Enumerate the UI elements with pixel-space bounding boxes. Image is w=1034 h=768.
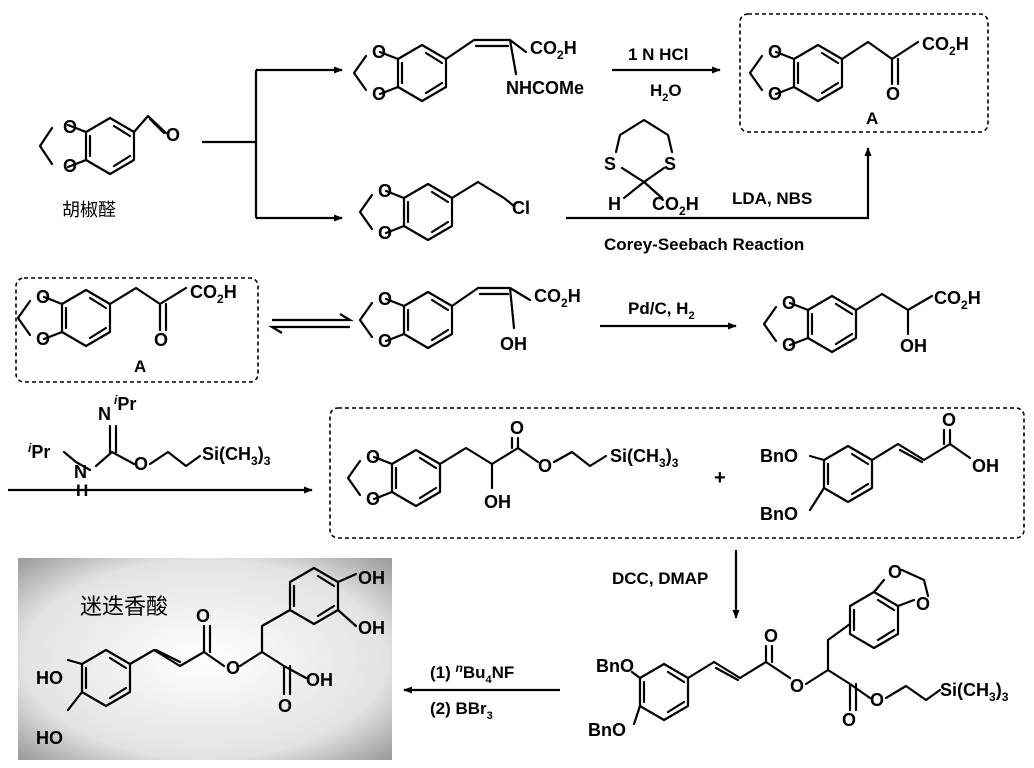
atom-o: O xyxy=(764,626,778,646)
atom-o: O xyxy=(888,562,902,582)
atom-o: O xyxy=(886,84,900,104)
hydroxyl: HO xyxy=(36,668,63,688)
acid-group: CO2H xyxy=(530,38,577,62)
isourea-reagent: N iPr iPr N H O Si(CH3)3 xyxy=(28,393,271,500)
atom-o: O xyxy=(154,330,168,350)
hydroxyl: OH xyxy=(900,336,927,356)
isopropyl: iPr xyxy=(28,441,50,462)
equilibrium-forward xyxy=(272,313,354,322)
product-a-box-copy xyxy=(15,277,259,383)
hydroxyl: OH xyxy=(484,492,511,512)
enol-compound: O O CO2H OH xyxy=(358,286,581,354)
hydroxyl: OH xyxy=(358,568,385,588)
atom-o: O xyxy=(916,594,930,614)
piperonal: O O O 胡椒醛 xyxy=(38,114,180,221)
atom-o: O xyxy=(842,710,856,730)
atom-o: O xyxy=(942,410,956,430)
atom-o: O xyxy=(782,335,796,355)
compound-label: A xyxy=(134,357,146,376)
atom-o: O xyxy=(372,84,386,104)
silyl-group: Si(CH3)3 xyxy=(940,680,1009,704)
benzyloxy: BnO xyxy=(760,446,798,466)
enamide-compound: O O CO2H NHCOMe xyxy=(352,38,584,104)
atom-o: O xyxy=(278,696,292,716)
acid-group: CO2H xyxy=(190,282,237,306)
atom-h: H xyxy=(608,194,621,214)
equilibrium-back xyxy=(268,325,350,334)
atom-o: O xyxy=(378,289,392,309)
atom-o: O xyxy=(790,676,804,696)
atom-o: O xyxy=(63,156,77,176)
atom-cl: Cl xyxy=(512,198,530,218)
atom-o: O xyxy=(378,181,392,201)
atom-o: O xyxy=(166,125,180,145)
acid-group: CO2H xyxy=(534,286,581,310)
atom-o: O xyxy=(63,117,77,137)
reaction-name: Corey-Seebach Reaction xyxy=(604,235,804,254)
acid-group: CO2H xyxy=(934,288,981,312)
acid-group: CO2H xyxy=(652,194,699,218)
tms-ester: O O O O OH Si(CH3)3 xyxy=(346,418,679,512)
atom-n: N xyxy=(98,404,111,424)
atom-o: O xyxy=(768,84,782,104)
atom-s: S xyxy=(604,154,616,174)
benzyloxy: BnO xyxy=(588,720,626,740)
reagent-pdc: Pd/C, H2 xyxy=(628,299,695,322)
acid-group: CO2H xyxy=(922,34,969,58)
reagent-water: H2O xyxy=(650,81,682,104)
branch-arrow xyxy=(202,70,258,218)
product-a-box xyxy=(739,13,989,133)
product-a: O O O CO2H A xyxy=(748,34,969,128)
atom-n: N xyxy=(74,462,87,482)
atom-o: O xyxy=(134,454,148,474)
hydroxyl: OH xyxy=(500,334,527,354)
benzyloxy: BnO xyxy=(760,504,798,524)
atom-o: O xyxy=(510,418,524,438)
hydroxy-acid: O O CO2H OH xyxy=(762,288,981,356)
coupled-product: BnO BnO O O O O Si(CH3)3 O O xyxy=(588,562,1009,740)
atom-o: O xyxy=(378,223,392,243)
hydroxyl: OH xyxy=(972,456,999,476)
dibenzyl-caffeic-acid: BnO BnO O OH xyxy=(760,410,999,524)
reagent-dcc: DCC, DMAP xyxy=(612,569,708,588)
atom-o: O xyxy=(366,447,380,467)
compound-name: 胡椒醛 xyxy=(62,200,116,221)
atom-o: O xyxy=(366,489,380,509)
silyl-group: Si(CH3)3 xyxy=(610,446,679,470)
rosmarinic-acid: 迷迭香酸 OH OH O OH O O HO HO xyxy=(36,566,385,748)
coupling-partners-box xyxy=(329,407,1025,539)
atom-o: O xyxy=(538,456,552,476)
atom-o: O xyxy=(226,658,240,678)
atom-o: O xyxy=(378,331,392,351)
isopropyl: iPr xyxy=(114,393,136,414)
plus-sign: + xyxy=(714,467,726,489)
rosmarinic-acid-panel xyxy=(18,558,392,760)
reagent-lda: LDA, NBS xyxy=(732,189,812,208)
hydroxyl: OH xyxy=(358,618,385,638)
atom-o: O xyxy=(372,42,386,62)
atom-o: O xyxy=(196,606,210,626)
silyl-group: Si(CH3)3 xyxy=(202,444,271,468)
benzyloxy: BnO xyxy=(596,656,634,676)
atom-o: O xyxy=(768,42,782,62)
reagent-step2: (2) BBr3 xyxy=(430,699,493,722)
acid-hydroxyl: OH xyxy=(306,670,333,690)
atom-o: O xyxy=(36,329,50,349)
benzyl-chloride: O O Cl xyxy=(358,180,530,243)
atom-o: O xyxy=(870,690,884,710)
amide-group: NHCOMe xyxy=(506,78,584,98)
compound-label: A xyxy=(866,109,878,128)
reagent-hcl: 1 N HCl xyxy=(628,45,688,64)
atom-o: O xyxy=(36,287,50,307)
reagent-step1: (1) nBu4NF xyxy=(430,661,514,686)
dithiane-reagent: S S H CO2H xyxy=(604,118,699,218)
atom-o: O xyxy=(782,293,796,313)
product-a-copy: O O O CO2H A xyxy=(16,282,237,376)
compound-name: 迷迭香酸 xyxy=(80,595,168,620)
hydroxyl: HO xyxy=(36,728,63,748)
atom-s: S xyxy=(664,154,676,174)
arrow-corey-seebach xyxy=(566,147,872,220)
